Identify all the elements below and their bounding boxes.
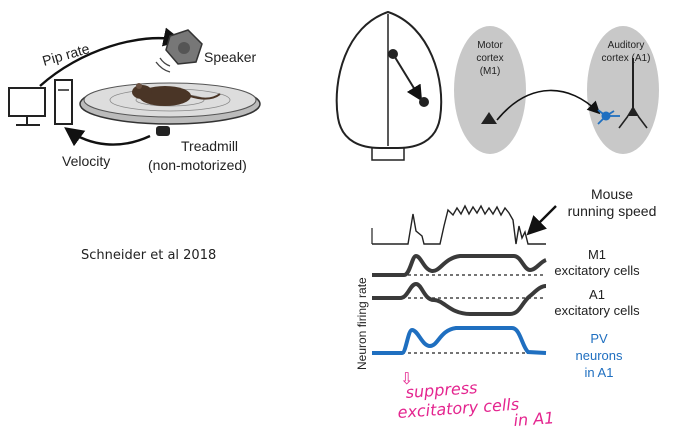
projection-arrow	[496, 89, 601, 121]
m1-neuron-icon	[481, 112, 497, 124]
a1-neuron-icon	[618, 58, 648, 129]
running-speed-trace	[372, 204, 546, 245]
treadmill-label: Treadmill	[181, 138, 238, 154]
m1-trace	[372, 253, 547, 277]
pv-label-3: in A1	[585, 365, 614, 380]
running-speed-label-2: running speed	[568, 203, 657, 219]
computer-icon	[8, 79, 73, 126]
running-speed-pointer	[526, 205, 557, 236]
running-speed-label-1: Mouse	[591, 186, 633, 202]
speaker-icon	[155, 29, 203, 73]
annotation-line-3: in A1	[513, 408, 555, 430]
a1-label-1: A1	[589, 287, 605, 302]
motor-label-3: (M1)	[480, 66, 501, 77]
motor-label-2: cortex	[476, 53, 503, 64]
annotation-line-1: suppress	[405, 378, 478, 402]
pv-label-1: PV	[590, 331, 608, 346]
pv-label-2: neurons	[576, 348, 623, 363]
auditory-cortex-region	[587, 26, 659, 154]
motor-cortex-region	[454, 26, 526, 154]
mouse-icon	[132, 83, 221, 106]
pv-neuron-icon	[597, 109, 620, 125]
citation-text: Schneider et al 2018	[81, 248, 217, 263]
auditory-label-2: cortex (A1)	[602, 53, 651, 64]
motor-label-1: Motor	[477, 40, 503, 51]
pip-rate-arrow	[39, 27, 183, 87]
m1-label-2: excitatory cells	[554, 263, 640, 278]
speaker-label: Speaker	[204, 49, 256, 65]
velocity-arrow	[64, 127, 151, 147]
a1-trace	[372, 281, 547, 316]
auditory-label-1: Auditory	[608, 40, 645, 51]
y-axis-label: Neuron firing rate	[355, 277, 369, 370]
annotation-arrow: ⇩	[400, 369, 413, 388]
pv-trace	[372, 326, 547, 355]
pip-rate-label: Pip rate	[40, 40, 91, 69]
velocity-label: Velocity	[62, 153, 110, 169]
brain-outline	[335, 10, 443, 161]
m1-label-1: M1	[588, 247, 606, 262]
treadmill-note: (non-motorized)	[148, 157, 247, 173]
a1-label-2: excitatory cells	[554, 303, 640, 318]
